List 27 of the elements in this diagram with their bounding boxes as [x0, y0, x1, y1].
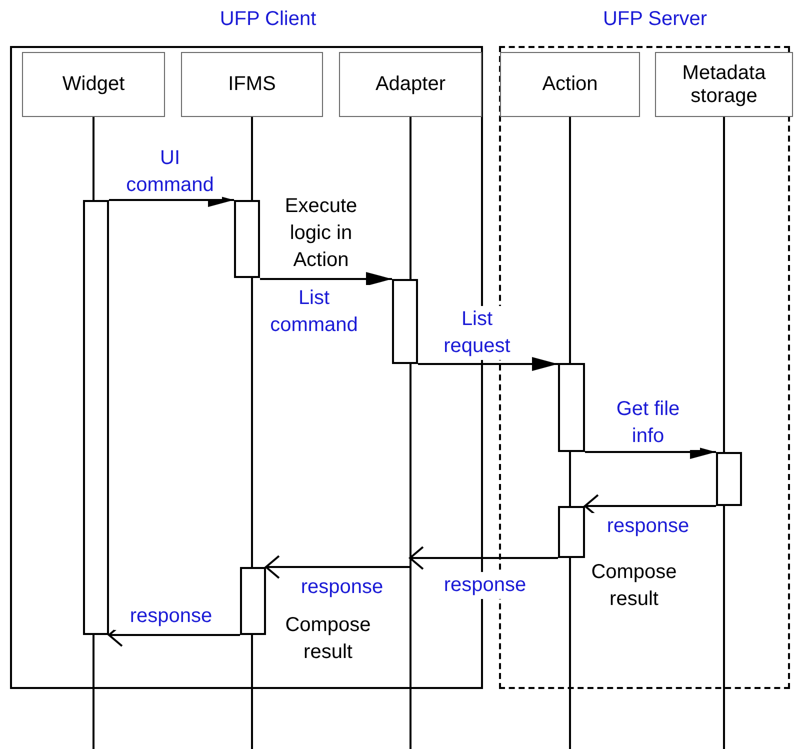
note-text: Execute logic in Action: [284, 194, 358, 273]
frame-title: UFP Server: [602, 8, 708, 31]
activation-bar: [558, 363, 585, 452]
participant-name: Metadata storage: [681, 62, 767, 108]
participant-box: [500, 52, 640, 117]
activation-bar: [716, 452, 742, 506]
activation-bar: [234, 200, 260, 278]
activation-bar: [240, 567, 266, 635]
message-arrow: [260, 272, 392, 286]
participant-box: [339, 52, 482, 117]
participant-name: Action: [542, 73, 598, 96]
frame-title: UFP Client: [220, 8, 316, 31]
participant-box: [22, 52, 165, 117]
message-arrow: [409, 546, 558, 570]
participant-name: Widget: [62, 73, 125, 96]
activation-bar: [558, 506, 585, 558]
participant-box: [181, 52, 323, 117]
message-arrow: [585, 445, 716, 459]
note-text: Compose result: [284, 613, 372, 665]
participant-box: [655, 52, 793, 117]
participant-name: IFMS: [228, 73, 276, 96]
activation-bar: [392, 279, 418, 364]
message-arrow: [418, 357, 558, 371]
participant-name: Adapter: [375, 73, 446, 96]
message-arrow: [265, 555, 410, 579]
note-text: Compose result: [590, 560, 678, 612]
activation-bar: [83, 200, 109, 635]
